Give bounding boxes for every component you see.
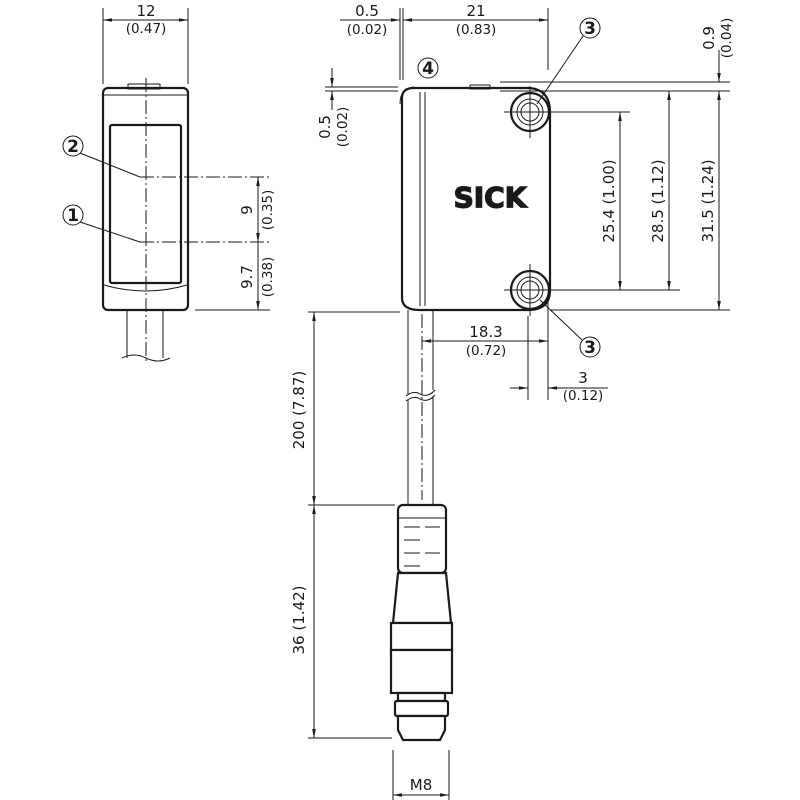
dim-0-9-in: (0.04) [719,18,735,59]
dim-28-5: 28.5 (1.12) [649,159,667,242]
marker-3-bottom: 3 [584,338,596,358]
dim-12-in: (0.47) [126,21,167,37]
marker-1: 1 [67,206,79,226]
dim-0-5-left-mm: 0.5 [316,115,334,139]
dim-9-7-mm: 9.7 [238,265,256,289]
sick-logo: SICK [454,181,528,214]
m8-connector [389,503,454,742]
dim-m8: M8 [410,776,433,794]
dim-0-5-left-in: (0.02) [335,107,351,148]
dim-0-9-mm: 0.9 [700,26,718,50]
front-view: 12 (0.47) 9 (0.35) 9.7 (0.38) 2 1 [62,2,276,362]
dim-9-7-in: (0.38) [260,257,276,298]
mounting-hole-top [504,86,556,138]
dim-12-mm: 12 [136,2,155,20]
marker-2: 2 [67,137,79,157]
mounting-hole-bottom [504,264,556,316]
side-view: SICK 0.5 (0.02) 21 (0.83) 0.5 (0.02) 25.… [290,2,735,800]
dim-9-in: (0.35) [260,190,276,231]
dim-0-5-top-in: (0.02) [347,22,388,38]
dim-21-in: (0.83) [456,22,497,38]
dim-31-5: 31.5 (1.24) [699,159,717,242]
dim-18-3-in: (0.72) [466,343,507,359]
marker-4: 4 [422,59,434,79]
dim-3-in: (0.12) [563,388,604,404]
dim-3-mm: 3 [578,369,588,387]
dim-200: 200 (7.87) [290,371,308,450]
dim-9-mm: 9 [238,205,256,215]
dim-36: 36 (1.42) [290,586,308,655]
dim-18-3-mm: 18.3 [469,323,502,341]
dim-0-5-top-mm: 0.5 [355,2,379,20]
dim-21-mm: 21 [466,2,485,20]
dim-25-4: 25.4 (1.00) [600,159,618,242]
marker-3-top: 3 [584,19,596,39]
